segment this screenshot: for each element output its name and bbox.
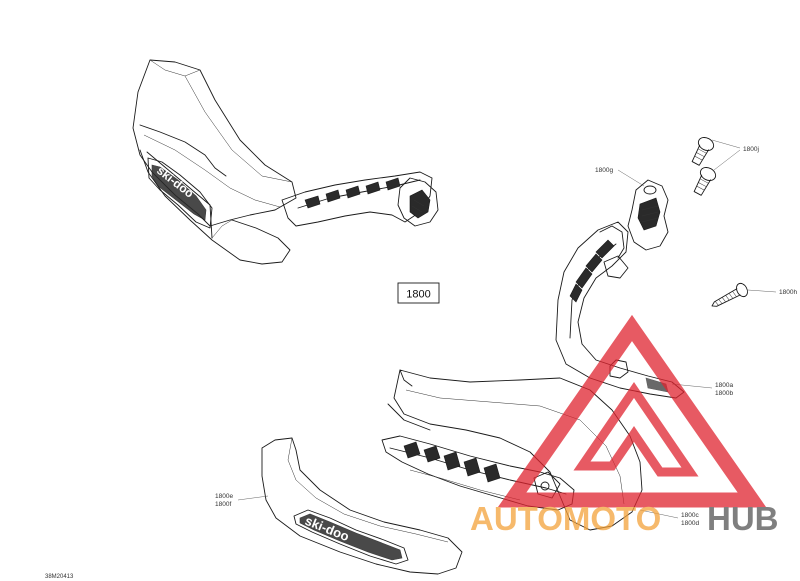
watermark-logo (497, 314, 767, 508)
bolts-1800j (691, 137, 741, 196)
leader-1800cd (639, 509, 679, 519)
watermark: AUTOMOTO HUB (470, 314, 779, 537)
deflector-shell (387, 369, 643, 531)
handguard-bar-right (555, 221, 685, 399)
screw-1800h (711, 282, 777, 307)
logo-lettering-bottom: ski-doo (303, 513, 352, 544)
callout-1800f: 1800f (215, 501, 231, 508)
callout-1800b: 1800b (715, 390, 733, 397)
callout-1800g: 1800g (595, 167, 613, 174)
watermark-text-light: AUTOMOTO (470, 500, 661, 537)
callout-1800a: 1800a (715, 382, 733, 389)
callout-1800c: 1800c (681, 512, 699, 519)
clamp-1800g (617, 169, 669, 251)
callout-1800h: 1800h (779, 289, 797, 296)
callout-1800d: 1800d (681, 520, 699, 527)
watermark-text-dark: HUB (707, 500, 779, 537)
handguard-top-assembled: ski-doo (132, 59, 439, 265)
callout-labels: 1800j 1800g 1800h 1800a 1800b 1800e 1800… (215, 146, 797, 527)
assembly-number-box: 1800 (397, 282, 440, 304)
figure-code: 38M20413 (45, 574, 74, 580)
callout-1800j: 1800j (743, 146, 759, 153)
callout-1800e: 1800e (215, 493, 233, 500)
assembly-number: 1800 (406, 289, 430, 301)
